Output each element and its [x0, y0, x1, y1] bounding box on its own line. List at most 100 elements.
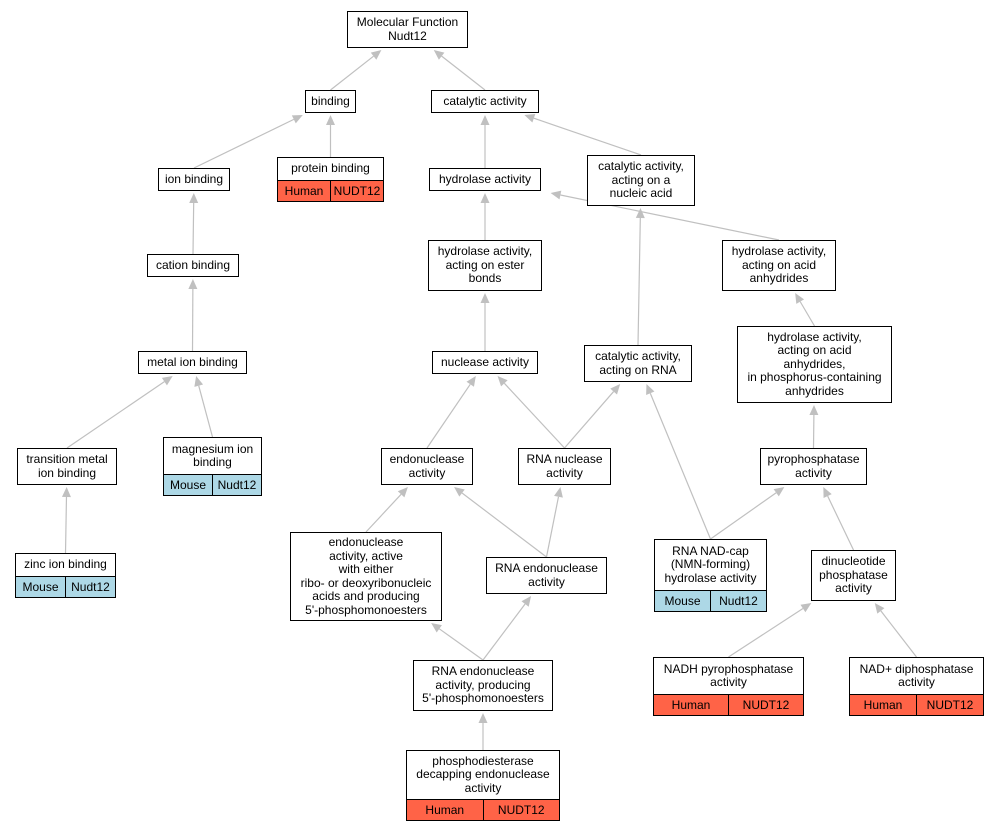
node-protein-binding[interactable]: protein binding Human NUDT12 [277, 157, 384, 202]
node-catalytic-nucleic-acid[interactable]: catalytic activity, acting on a nucleic … [587, 155, 695, 206]
node-hydrolase-activity[interactable]: hydrolase activity [429, 168, 541, 191]
node-catalytic-rna[interactable]: catalytic activity, acting on RNA [584, 345, 692, 382]
node-label: hydrolase activity, acting on acid anhyd… [747, 329, 882, 398]
node-nuclease-activity[interactable]: nuclease activity [432, 351, 538, 374]
edge-line [827, 495, 855, 551]
arrowhead [454, 487, 465, 497]
arrowhead [433, 50, 445, 60]
arrowhead [291, 115, 303, 124]
edge-line [193, 118, 295, 169]
node-label: cation binding [155, 257, 231, 272]
species-cell: Human [425, 803, 465, 817]
node-label: RNA NAD-cap (NMN-forming) hydrolase acti… [664, 543, 757, 585]
annotation-row: Mouse Nudt12 [164, 474, 261, 495]
arrowhead [188, 279, 198, 290]
node-label: RNA endonuclease activity, producing 5'-… [422, 664, 544, 706]
edge-line [533, 117, 642, 156]
node-rna-nad-cap-hydrolase[interactable]: RNA NAD-cap (NMN-forming) hydrolase acti… [654, 539, 767, 612]
gene-cell: NUDT12 [330, 181, 383, 201]
arrowhead [326, 115, 335, 125]
node-nadh-pyrophosphatase[interactable]: NADH pyrophosphatase activity Human NUDT… [653, 657, 804, 716]
edge-line [441, 55, 486, 91]
node-label: catalytic activity, acting on RNA [595, 349, 681, 377]
species-cell: Human [284, 184, 324, 198]
node-label: binding [311, 93, 350, 108]
node-label: hydrolase activity, acting on ester bond… [437, 244, 533, 286]
node-magnesium-ion-binding[interactable]: magnesium ion binding Mouse Nudt12 [163, 437, 262, 496]
gene-cell: NUDT12 [916, 695, 983, 715]
species-cell: Mouse [169, 478, 207, 492]
gene-cell: NUDT12 [482, 800, 560, 820]
node-label: metal ion binding [147, 354, 238, 369]
node-catalytic-activity[interactable]: catalytic activity [431, 90, 539, 113]
node-dinucleotide-phosphatase[interactable]: dinucleotide phosphatase activity [811, 550, 896, 601]
edge-line [649, 393, 712, 540]
node-endonuclease-either-acids[interactable]: endonuclease activity, active with eithe… [290, 532, 442, 621]
node-label: NAD+ diphosphatase activity [859, 661, 974, 689]
annotation-row: Human NUDT12 [850, 694, 983, 715]
arrowhead [800, 603, 812, 613]
node-label: catalytic activity [443, 93, 527, 108]
arrowhead [521, 596, 532, 607]
arrowhead [646, 384, 655, 395]
node-label: hydrolase activity, acting on acid anhyd… [731, 244, 827, 286]
node-ion-binding[interactable]: ion binding [158, 168, 230, 191]
arrowhead [370, 50, 382, 60]
node-label: zinc ion binding [24, 557, 107, 572]
annotation-row: Human NUDT12 [654, 694, 803, 715]
node-label: pyrophosphatase activity [767, 452, 860, 480]
node-label: NADH pyrophosphatase activity [663, 661, 794, 689]
arrowhead [194, 376, 204, 387]
annotation-row: Human NUDT12 [278, 180, 383, 201]
node-hydrolase-ester-bonds[interactable]: hydrolase activity, acting on ester bond… [428, 240, 542, 291]
node-cation-binding[interactable]: cation binding [147, 254, 239, 277]
edge-line [880, 610, 917, 658]
node-label: RNA nuclease activity [526, 452, 603, 480]
gene-cell: NUDT12 [728, 695, 803, 715]
edge-line [564, 391, 615, 449]
node-hydrolase-acid-anhydrides[interactable]: hydrolase activity, acting on acid anhyd… [722, 240, 836, 291]
edge-line [66, 381, 165, 449]
edge-line [482, 603, 526, 661]
edge-line [192, 202, 195, 255]
arrowhead [397, 487, 408, 498]
node-rna-endonuclease-activity[interactable]: RNA endonuclease activity [486, 557, 607, 594]
node-pyrophosphatase-activity[interactable]: pyrophosphatase activity [760, 448, 867, 485]
annotation-row: Mouse Nudt12 [655, 590, 766, 611]
node-label: ion binding [164, 171, 224, 186]
node-label: endonuclease activity, active with eithe… [300, 535, 432, 617]
annotation-row: Mouse Nudt12 [16, 576, 115, 597]
annotation-row: Human NUDT12 [407, 799, 559, 820]
edge-line [637, 217, 641, 346]
node-label: protein binding [291, 161, 370, 176]
arrowhead [161, 376, 173, 386]
edge-line [710, 492, 777, 540]
node-label: catalytic activity, acting on a nucleic … [598, 159, 684, 201]
edge-line [438, 628, 484, 661]
node-label: endonuclease activity [389, 452, 465, 480]
node-binding[interactable]: binding [305, 90, 356, 113]
arrowhead [524, 113, 536, 123]
node-phosphodiesterase-decapping[interactable]: phosphodiesterase decapping endonuclease… [406, 750, 560, 821]
edge-line [365, 493, 402, 533]
node-endonuclease-activity[interactable]: endonuclease activity [381, 448, 473, 485]
node-transition-metal-ion-binding[interactable]: transition metal ion binding [17, 448, 117, 485]
arrowhead [189, 193, 199, 204]
arrowhead [480, 293, 490, 303]
species-cell: Human [863, 698, 903, 712]
edge-line [64, 496, 68, 554]
arrowhead [809, 405, 819, 416]
arrowhead [874, 603, 885, 614]
node-zinc-ion-binding[interactable]: zinc ion binding Mouse Nudt12 [15, 553, 116, 598]
node-nad-diphosphatase[interactable]: NAD+ diphosphatase activity Human NUDT12 [849, 657, 984, 716]
gene-cell: Nudt12 [65, 577, 115, 597]
edge-line [426, 383, 471, 449]
arrowhead [795, 293, 805, 304]
node-hydrolase-phosphorus-anhydrides[interactable]: hydrolase activity, acting on acid anhyd… [737, 326, 892, 403]
node-rna-endonuclease-5p[interactable]: RNA endonuclease activity, producing 5'-… [413, 660, 553, 711]
node-rna-nuclease-activity[interactable]: RNA nuclease activity [518, 448, 611, 485]
node-metal-ion-binding[interactable]: metal ion binding [138, 351, 247, 374]
arrowhead [466, 376, 476, 387]
node-molecular-function[interactable]: Molecular Function Nudt12 [347, 11, 468, 48]
